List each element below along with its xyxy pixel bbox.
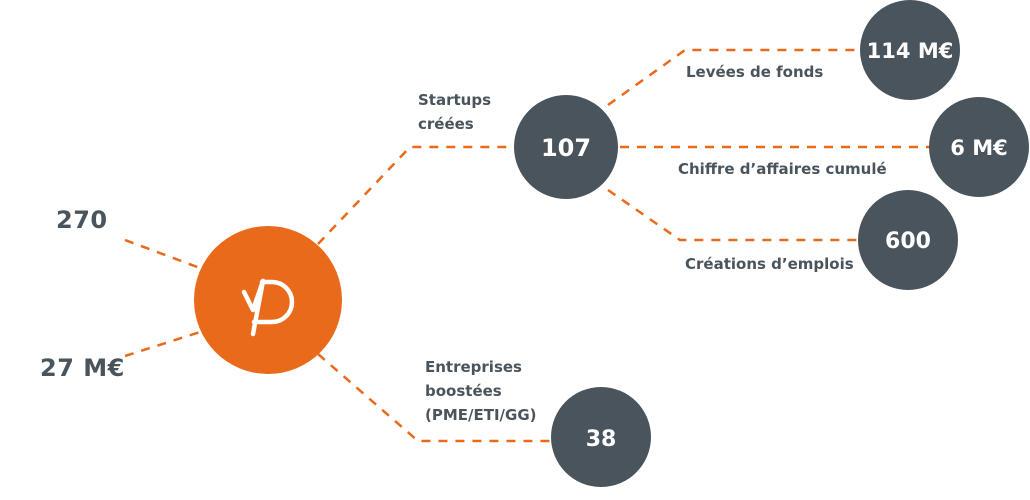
node-startups-value: 107: [541, 134, 591, 162]
label-startups: Startups créées: [418, 88, 491, 136]
node-chiffre: [929, 97, 1029, 197]
node-emplois-value: 600: [885, 229, 931, 254]
label-entreprises-line2: boostées: [425, 382, 502, 400]
label-entreprises-line1: Entreprises: [425, 358, 522, 376]
connector-left-bottom: [124, 330, 201, 358]
label-chiffre: Chiffre d’affaires cumulé: [678, 160, 887, 178]
node-entreprises: [551, 387, 651, 487]
left-stat-bottom: 27 M€: [40, 354, 125, 382]
label-emplois: Créations d’emplois: [685, 255, 854, 273]
label-startups-line2: créées: [418, 115, 474, 133]
node-levees: [860, 0, 960, 100]
label-entreprises: Entreprises boostées (PME/ETI/GG): [425, 355, 537, 427]
label-entreprises-line3: (PME/ETI/GG): [425, 406, 537, 424]
node-levees-value: 114 M€: [867, 39, 954, 63]
node-chiffre-value: 6 M€: [950, 136, 1007, 160]
connector-107-levees: [607, 48, 858, 107]
connector-hub-startups: [317, 145, 516, 245]
vp-logo-icon: [241, 278, 295, 337]
node-entreprises-value: 38: [586, 427, 617, 452]
connector-left-top: [124, 238, 201, 270]
node-startups: [514, 95, 618, 199]
label-startups-line1: Startups: [418, 91, 492, 109]
left-stat-top: 270: [56, 206, 108, 234]
node-emplois: [858, 190, 958, 290]
hub-circle: [194, 226, 342, 374]
label-levees: Levées de fonds: [686, 63, 824, 81]
connector-hub-entreprises: [317, 353, 552, 443]
connector-107-emplois: [607, 188, 858, 242]
